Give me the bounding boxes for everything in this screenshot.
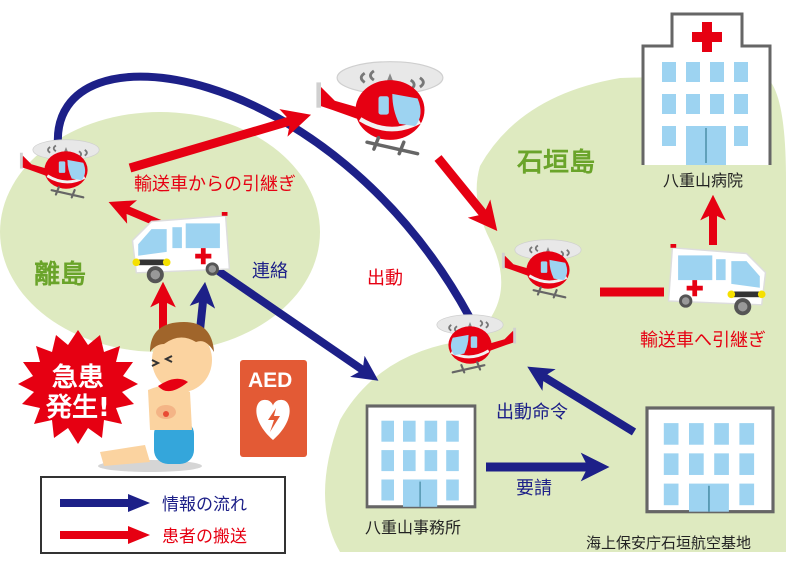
- hospital-label: 八重山病院: [663, 171, 744, 190]
- emergency-line-1: 急患: [51, 363, 104, 393]
- aed-text: AED: [248, 369, 293, 392]
- emergency-line-2: 発生!: [46, 392, 110, 423]
- blue-arrow-icon: [60, 493, 150, 512]
- emergency-burst: [18, 330, 138, 444]
- patient-illustration: [98, 322, 214, 472]
- dispatch-order-label: 出動命令: [496, 402, 568, 423]
- dispatch-order-arrow: [527, 366, 637, 436]
- dispatch-info-curve: [53, 72, 474, 320]
- big-heli-to-ishigaki-arrow: [434, 155, 498, 231]
- contact-label: 連絡: [252, 261, 288, 282]
- patient-info-arrow: [189, 281, 216, 331]
- coast-guard-base-label: 海上保安庁石垣航空基地: [586, 534, 752, 552]
- helicopter-in-flight: [316, 62, 443, 154]
- ishigaki-island-label: 石垣島: [517, 148, 596, 178]
- heli-to-big-heli-arrow: [128, 109, 312, 173]
- legend-patient-transport-label: 患者の搬送: [162, 527, 247, 547]
- handover-to-vehicle-label: 輸送車へ引継ぎ: [640, 330, 766, 351]
- hospital-building: [641, 12, 772, 165]
- coast-guard-building: [645, 406, 775, 514]
- legend-item-info-flow: 情報の流れ: [56, 490, 247, 515]
- office-building: [365, 404, 477, 509]
- emergency-burst-text: 急患 発生!: [46, 363, 110, 424]
- legend: 情報の流れ 患者の搬送: [40, 476, 286, 554]
- legend-item-patient-transport: 患者の搬送: [56, 522, 247, 547]
- remote-island-label: 離島: [34, 260, 87, 290]
- handover-from-vehicle-label: 輸送車からの引継ぎ: [134, 174, 296, 195]
- dispatch-label: 出動: [367, 268, 403, 289]
- aed-sign: [240, 360, 307, 457]
- legend-info-flow-label: 情報の流れ: [162, 495, 247, 515]
- red-arrow-icon: [60, 525, 150, 544]
- request-label: 要請: [516, 478, 552, 499]
- office-label: 八重山事務所: [365, 518, 462, 537]
- contact-arrow: [211, 264, 379, 381]
